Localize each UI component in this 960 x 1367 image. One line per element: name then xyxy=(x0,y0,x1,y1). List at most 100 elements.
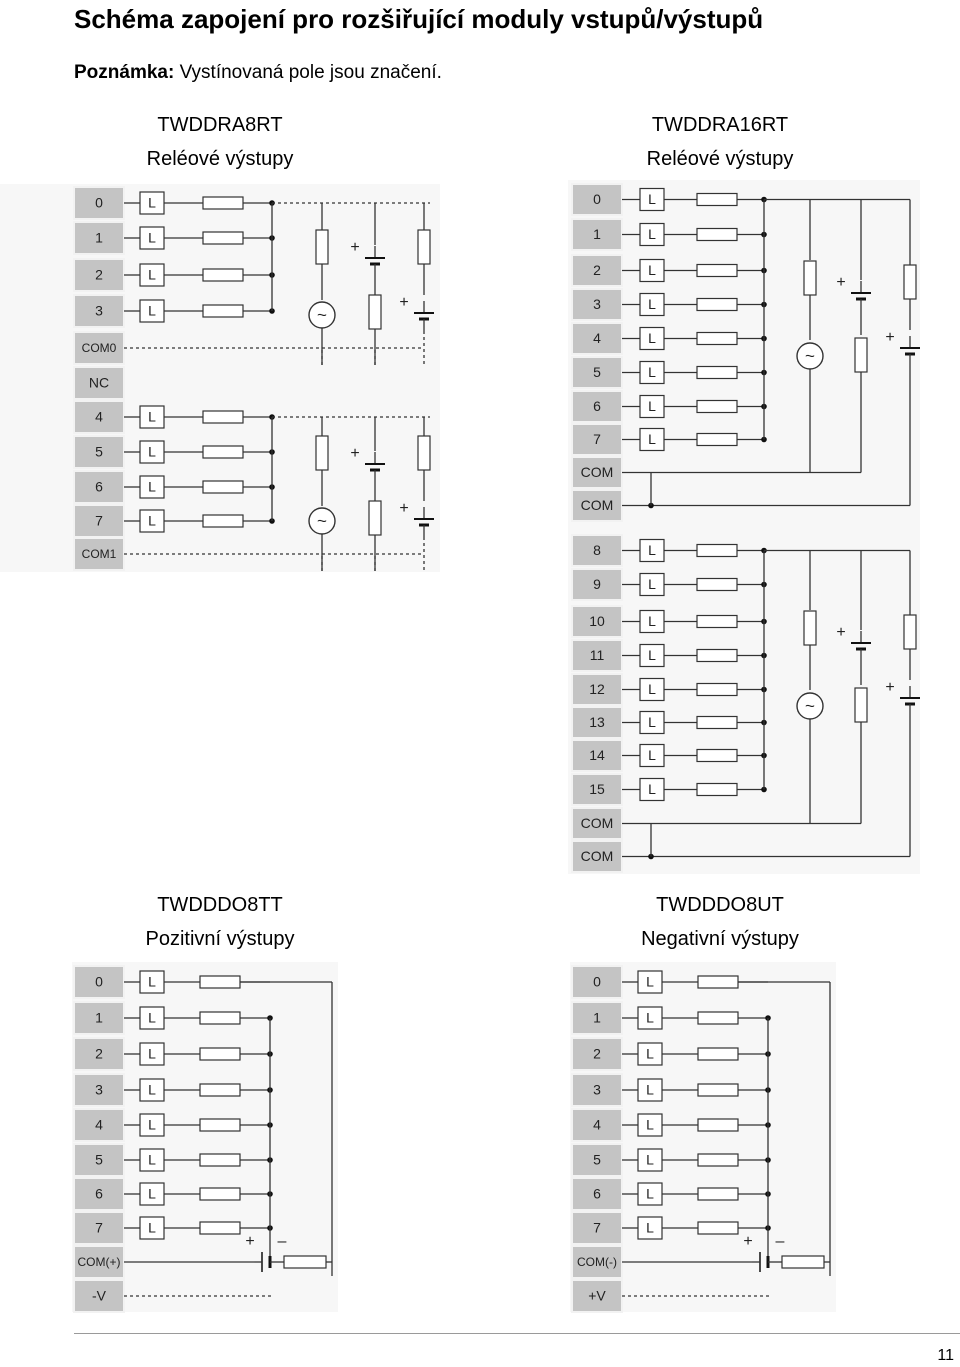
load: L xyxy=(139,191,165,215)
fuse-icon xyxy=(202,231,244,245)
battery-icon: + xyxy=(836,624,871,661)
fuse-icon xyxy=(417,435,431,471)
load: L xyxy=(637,1148,663,1172)
terminal-label: 1 xyxy=(95,230,103,246)
terminal-label: 7 xyxy=(95,1220,103,1236)
fuse-icon xyxy=(199,1047,241,1061)
terminal: COM xyxy=(571,456,623,489)
fuse-icon xyxy=(781,1255,825,1269)
terminal-box xyxy=(571,1177,623,1211)
plus-sign: + xyxy=(350,239,359,256)
terminal: 1 xyxy=(571,218,623,251)
terminal-box xyxy=(73,1001,125,1035)
fuse-icon xyxy=(696,782,738,797)
terminal: 4 xyxy=(571,1108,623,1142)
load: L xyxy=(139,1006,165,1030)
module-subtitle: Negativní výstupy xyxy=(641,928,799,950)
terminal: 15 xyxy=(571,773,623,806)
fuse-icon xyxy=(696,297,738,312)
load-label: L xyxy=(148,1152,156,1168)
fuse-icon xyxy=(696,543,738,558)
terminal-box xyxy=(571,639,623,672)
load-label: L xyxy=(648,398,656,414)
terminal: 13 xyxy=(571,706,623,739)
plus-sign: + xyxy=(245,1233,254,1250)
module-name: TWDDDO8UT xyxy=(656,894,784,916)
terminal: 4 xyxy=(571,322,623,355)
load-label: L xyxy=(148,974,156,990)
load-label: L xyxy=(148,1082,156,1098)
module-caption-twdddo8ut: TWDDDO8UT Negativní výstupy xyxy=(600,888,840,956)
module-diagram-twddra16rt: 01234567COMCOMLLLLLLLL~++89101112131415C… xyxy=(568,180,920,874)
terminal: 0 xyxy=(73,186,125,220)
load: L xyxy=(639,427,665,452)
plus-sign: + xyxy=(836,274,845,291)
terminal: 5 xyxy=(571,1143,623,1177)
terminal-label: 2 xyxy=(95,1046,103,1062)
load-label: L xyxy=(648,542,656,558)
fuse-icon xyxy=(315,229,329,265)
terminal: 10 xyxy=(571,605,623,638)
load-label: L xyxy=(148,195,156,211)
battery-icon: + xyxy=(885,329,920,366)
plus-sign: + xyxy=(836,624,845,641)
terminal: 7 xyxy=(73,504,125,538)
load: L xyxy=(637,1216,663,1240)
fuse-icon xyxy=(696,399,738,414)
fuse-icon xyxy=(202,268,244,282)
fuse-icon xyxy=(697,1047,739,1061)
fuse-icon xyxy=(697,1118,739,1132)
terminal-label: 4 xyxy=(95,1117,103,1133)
load: L xyxy=(639,609,665,634)
terminal-box xyxy=(571,423,623,456)
terminal: NC xyxy=(73,366,125,400)
load: L xyxy=(639,743,665,768)
fuse-icon xyxy=(696,715,738,730)
terminal-label: 7 xyxy=(593,1220,601,1236)
terminal: 4 xyxy=(73,1108,125,1142)
terminal-box xyxy=(571,288,623,321)
terminal-label: 9 xyxy=(593,576,601,592)
load-label: L xyxy=(648,681,656,697)
plus-sign: + xyxy=(399,500,408,517)
fuse-icon xyxy=(903,614,917,650)
load: L xyxy=(139,1042,165,1066)
battery-icon xyxy=(254,1252,284,1272)
terminal-label: 15 xyxy=(589,781,605,797)
terminal: 6 xyxy=(571,390,623,423)
load-label: L xyxy=(648,714,656,730)
fuse-icon xyxy=(202,480,244,494)
terminal-label: COM0 xyxy=(82,341,117,355)
load: L xyxy=(637,1113,663,1137)
load: L xyxy=(639,572,665,597)
load-label: L xyxy=(648,262,656,278)
terminal-label: 2 xyxy=(593,262,601,278)
fuse-icon xyxy=(696,614,738,629)
battery-icon: + xyxy=(885,679,920,716)
terminal-label: COM1 xyxy=(82,547,117,561)
terminal-label: COM(-) xyxy=(577,1255,617,1269)
terminal-label: 0 xyxy=(95,974,103,990)
load-label: L xyxy=(648,431,656,447)
load-label: L xyxy=(148,1010,156,1026)
module-subtitle: Pozitivní výstupy xyxy=(145,928,295,950)
load-label: L xyxy=(148,444,156,460)
ac-source-icon: ~ xyxy=(796,692,824,720)
terminal: 5 xyxy=(571,356,623,389)
fuse-icon xyxy=(417,229,431,265)
load-label: L xyxy=(648,576,656,592)
fuse-icon xyxy=(199,1221,241,1235)
terminal-label: 7 xyxy=(593,431,601,447)
battery-icon: + xyxy=(350,445,385,482)
fuse-icon xyxy=(696,331,738,346)
fuse-icon xyxy=(803,260,817,296)
load-label: L xyxy=(148,230,156,246)
terminal-label: 14 xyxy=(589,747,605,763)
terminal-label: -V xyxy=(92,1288,107,1304)
terminal: COM(+) xyxy=(73,1245,125,1279)
load: L xyxy=(139,1182,165,1206)
fuse-icon xyxy=(199,1153,241,1167)
module-subtitle: Reléové výstupy xyxy=(146,148,294,170)
load: L xyxy=(139,1113,165,1137)
